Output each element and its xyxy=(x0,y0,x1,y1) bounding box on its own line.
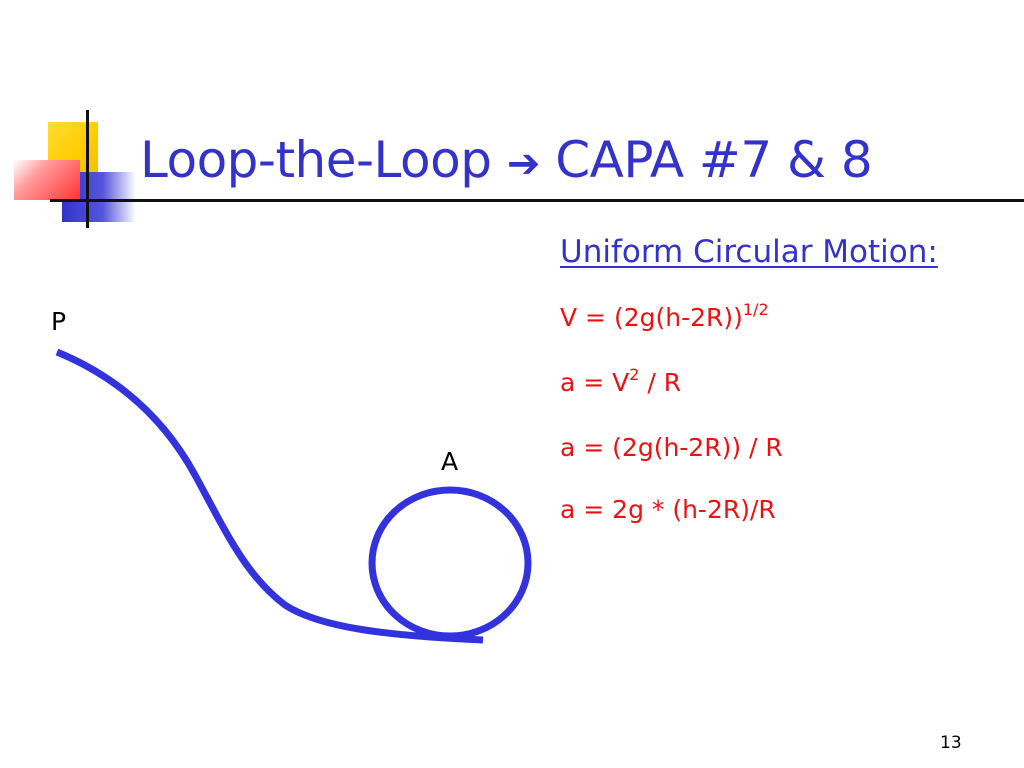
deco-red-square xyxy=(14,160,80,200)
title-underline-rule xyxy=(50,199,1024,202)
formula-accel-final: a = 2g * (h-2R)/R xyxy=(560,494,776,526)
formula-superscript: 1/2 xyxy=(742,299,769,319)
formula-text: a = V xyxy=(560,368,630,397)
slide-title: Loop-the-Loop ➔ CAPA #7 & 8 xyxy=(140,128,873,196)
formula-text: V = (2g(h-2R)) xyxy=(560,303,743,332)
title-rest: CAPA #7 & 8 xyxy=(555,131,873,189)
formula-accel-substituted: a = (2g(h-2R)) / R xyxy=(560,432,783,464)
track-loop-circle xyxy=(368,486,532,640)
formula-text: a = 2g * (h-2R)/R xyxy=(560,495,776,524)
formula-accel-v-squared: a = V2 / R xyxy=(560,364,682,399)
formula-velocity: V = (2g(h-2R))1/2 xyxy=(560,299,769,334)
page-number: 13 xyxy=(940,733,962,753)
point-label-a: A xyxy=(441,447,459,476)
point-label-p: P xyxy=(51,307,67,336)
section-heading: Uniform Circular Motion: xyxy=(560,234,938,270)
title-main: Loop-the-Loop xyxy=(140,131,492,189)
formula-tail: / R xyxy=(639,368,682,397)
track-ramp-curve xyxy=(55,348,484,644)
deco-vertical-line xyxy=(86,110,89,228)
arrow-icon: ➔ xyxy=(506,141,541,187)
formula-text: a = (2g(h-2R)) / R xyxy=(560,433,783,462)
formula-superscript: 2 xyxy=(629,364,640,384)
